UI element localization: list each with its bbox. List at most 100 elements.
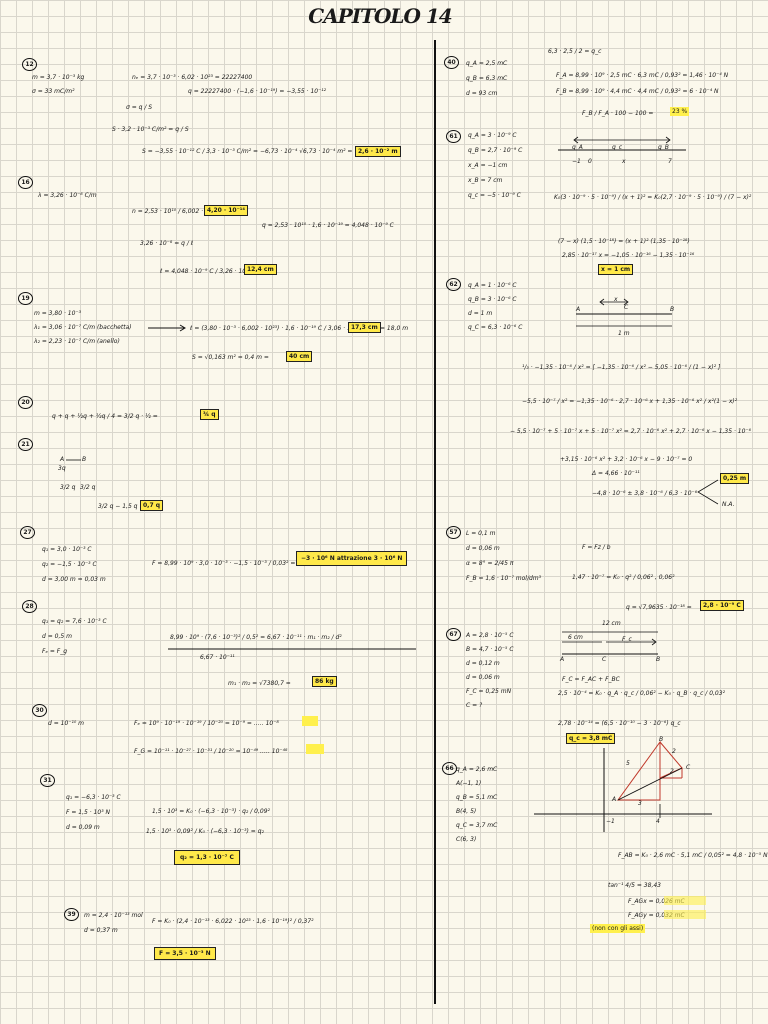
answer-box: 4,20 · 10⁻¹⁴: [204, 205, 249, 216]
answer-box: 2,8 · 10⁻⁹ C: [700, 600, 744, 611]
formula: q + q + ½q + ½q / 4 = 3/2 q · ½ =: [52, 413, 158, 420]
label: C: [686, 764, 691, 771]
problem-number: 12: [22, 58, 37, 71]
formula: F_AB = K₀ · 2,6 mC · 5,1 mC / 0,05² = 4,…: [618, 852, 768, 859]
answer-box: ¾ q: [200, 409, 219, 420]
label: A: [612, 796, 617, 803]
label: 3: [638, 800, 642, 807]
given: d = 0,5 m: [42, 633, 72, 640]
given: q_B = 2,7 · 10⁻⁹ C: [468, 147, 523, 154]
page-title: CAPITOLO 14: [308, 4, 452, 28]
charge-axis-diagram: [558, 136, 686, 151]
problem-number: 16: [18, 176, 33, 189]
axis-label: q_c: [612, 144, 623, 151]
label: F_c: [622, 636, 632, 643]
given: d = 1 m: [468, 310, 493, 317]
given: m = 3,7 · 10⁻³ kg: [32, 74, 85, 81]
formula: F_AGy = 0,032 mC: [628, 912, 685, 919]
formula: F_G = 10⁻¹¹ · 10⁻²⁷ · 10⁻³¹ / 10⁻²⁰ = 10…: [134, 748, 288, 755]
formula: ℓ = (3,80 · 10⁻³ · 6,002 · 10²³) · 1,6 ·…: [190, 325, 382, 332]
answer-box: q_c = 3,8 mC: [566, 733, 616, 744]
coordinate-diagram: [534, 740, 712, 832]
axis-label: −1: [572, 158, 581, 165]
given: q₁ = −6,3 · 10⁻³ C: [66, 794, 121, 801]
problem-number: 57: [446, 526, 461, 539]
axis-label: q_B: [658, 144, 669, 151]
formula: F_A = 8,99 · 10⁹ · 2,5 mC · 6,3 mC / 0,9…: [556, 72, 729, 79]
given: m = 3,80 · 10⁻³: [34, 310, 81, 317]
formula: 1,47 · 10⁻⁷ = K₀ · q² / 0,06² , 0,06²: [572, 574, 675, 581]
formula: ¹/₃ · −1,35 · 10⁻⁶ / x² = [ −1,35 · 10⁻⁶…: [522, 364, 721, 371]
given: q_A = 3 · 10⁻⁹ C: [468, 132, 517, 139]
formula: F_C = F_AC + F_BC: [562, 676, 620, 683]
label: 3/2 q: [80, 484, 96, 491]
label: B: [659, 736, 664, 743]
given: d = 0,12 m: [466, 660, 500, 667]
given: q_B = 6,3 mC: [466, 75, 508, 82]
label: 2: [670, 768, 674, 775]
answer-box: F = 3,5 · 10⁻³ N: [154, 947, 216, 960]
formula: Fₑ = 10⁹ · 10⁻¹⁹ · 10⁻¹⁹ / 10⁻²⁰ = 10⁻⁹ …: [134, 720, 279, 727]
label: 6 cm: [568, 634, 583, 641]
given: d = 0,37 m: [84, 927, 118, 934]
given: d = 0,09 m: [66, 824, 100, 831]
force-diagram: [562, 631, 658, 655]
problem-number: 66: [442, 762, 457, 775]
formula: m₁ · m₂ = √7380,7 =: [228, 680, 291, 687]
formula: 6,67 · 10⁻¹¹: [200, 654, 235, 661]
problem-number: 28: [22, 600, 37, 613]
label: x: [614, 296, 618, 303]
problem-number: 67: [446, 628, 461, 641]
given: C = ?: [466, 702, 483, 709]
formula: q = 22227400 · (−1,6 · 10⁻¹⁹) = −3,55 · …: [188, 88, 327, 95]
label: 4: [656, 818, 660, 825]
answer-box: 0,7 q: [140, 500, 164, 511]
highlight: [664, 910, 706, 919]
formula: σ = q / S: [126, 104, 153, 111]
formula: 2,5 · 10⁻⁴ = K₀ · q_A · q_c / 0,06² − K₀…: [558, 690, 725, 697]
label: N.A.: [722, 501, 735, 508]
formula: tan⁻¹ 4/5 = 38,43: [608, 882, 661, 889]
label: 3q: [58, 465, 66, 472]
label: −1: [606, 818, 615, 825]
fraction-bar: [168, 648, 416, 650]
highlight: [302, 716, 318, 726]
given: q_A = 1 · 10⁻⁶ C: [468, 282, 517, 289]
formula: K₀(3 · 10⁻⁹ · 5 · 10⁻⁹) / (x + 1)² = K₀(…: [554, 194, 752, 201]
given: F_B = 1,6 · 10⁻⁷ mol/dm³: [466, 575, 542, 582]
formula: = 18,0 m: [380, 325, 409, 332]
problem-number: 39: [64, 908, 79, 921]
formula: −5,5 · 10⁻⁷ / x² = −1,35 · 10⁻⁶ · 2,7 · …: [522, 398, 738, 405]
given: d = 93 cm: [466, 90, 498, 97]
given: q_A = 2,5 mC: [466, 60, 508, 67]
problem-number: 31: [40, 774, 55, 787]
given: m = 2,4 · 10⁻¹³ mol: [84, 912, 143, 919]
given: q_B = 5,1 mC: [456, 794, 498, 801]
given: q_B = 3 · 10⁻⁶ C: [468, 296, 517, 303]
answer-box: 2,6 · 10⁻² m: [355, 146, 401, 157]
given: A = 2,8 · 10⁻⁵ C: [466, 632, 514, 639]
highlight: [306, 744, 324, 754]
formula: F_B = 8,99 · 10⁹ · 4,4 mC · 4,4 mC / 0,9…: [556, 88, 719, 95]
given: B(4, 5): [456, 808, 477, 815]
problem-number: 61: [446, 130, 461, 143]
given: q_A = 2,6 mC: [456, 766, 498, 773]
formula: 1,5 · 10³ · 0,09² / K₀ · (−6,3 · 10⁻³) =…: [146, 828, 264, 835]
given: q_C = 3,7 mC: [456, 822, 498, 829]
axis-label: 7: [668, 158, 672, 165]
label: 3/2 q: [60, 484, 76, 491]
segment-diagram: [576, 298, 672, 327]
formula: nₑ = 3,7 · 10⁻³ · 6,02 · 10²³ = 22227400: [132, 74, 253, 81]
given: d = 3,00 m = 0,03 m: [42, 576, 106, 583]
formula: S · 3,2 · 10⁻³ C/m² = q / S: [112, 126, 189, 133]
formula: +3,15 · 10⁻⁶ x² + 3,2 · 10⁻⁶ x − 9 · 10⁻…: [560, 456, 693, 463]
column-divider: [434, 40, 436, 1004]
given: q₂ = −1,5 · 10⁻³ C: [42, 561, 97, 568]
given: d = 10⁻¹⁰ m: [48, 720, 85, 727]
given: q_c = −5 · 10⁻⁹ C: [468, 192, 521, 199]
problem-number: 62: [446, 278, 461, 291]
given: σ = 33 mC/m²: [32, 88, 75, 95]
given: C(6, 3): [456, 836, 477, 843]
given: Fₑ = F_g: [42, 648, 68, 655]
line-icon: [66, 459, 81, 461]
